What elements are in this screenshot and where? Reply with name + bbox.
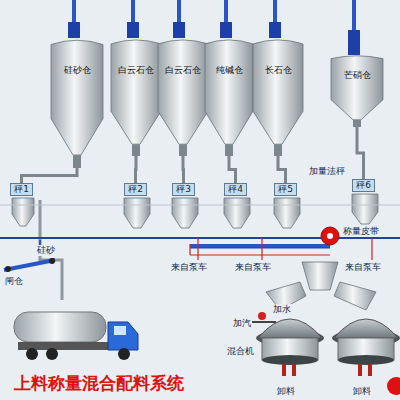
silo: 硅砂仓: [50, 38, 104, 168]
silo-name: 长石仓: [252, 64, 304, 77]
weigh-hopper: [12, 194, 378, 228]
scale-name: 秤2: [128, 184, 143, 194]
plant-label: 加水: [272, 304, 292, 315]
silo-shape: [157, 38, 209, 156]
silo-name: 白云石仓: [157, 64, 209, 77]
plant-label: 卸料: [276, 386, 296, 397]
plant-label: 加量法秤: [308, 166, 346, 177]
plant-label: 来自泵车: [170, 262, 208, 273]
scale-name: 秤1: [14, 184, 29, 194]
scale-box: 秤3: [172, 183, 195, 196]
discharge-pipe: [182, 156, 186, 183]
silo: 芒硝仓: [330, 55, 384, 127]
plant-label: 闸仓: [4, 276, 24, 287]
silo: 纯碱仓: [204, 38, 254, 156]
weighing-belt: [190, 227, 339, 255]
silo-shape: [252, 38, 304, 156]
platform-line: [0, 205, 400, 206]
collector-line: [0, 237, 400, 239]
plant-label: 加汽: [232, 318, 252, 329]
discharge-pipe: [134, 156, 138, 183]
discharge-pipe: [229, 156, 236, 183]
plant-label: 称量皮带: [342, 226, 380, 237]
discharge-pipe: [357, 127, 364, 179]
plant-label: 混合机: [226, 346, 255, 357]
sand-belt: [4, 240, 55, 272]
plant-label: 硅砂: [36, 245, 56, 256]
silo: 长石仓: [252, 38, 304, 156]
scale-name: 秤6: [356, 180, 371, 190]
feed-pipe: [74, 0, 354, 30]
discharge-pipe: [278, 156, 286, 183]
silo-shape: [204, 38, 254, 156]
scale-box: 秤6: [352, 179, 375, 192]
silo-name: 硅砂仓: [50, 64, 104, 77]
silo-name: 白云石仓: [110, 64, 162, 77]
motor-symbol: [387, 377, 400, 395]
silo-shape: [50, 38, 104, 168]
scale-name: 秤3: [176, 184, 191, 194]
scale-name: 秤5: [278, 184, 293, 194]
pump-line: [198, 238, 372, 260]
plant-label: 来自泵车: [234, 262, 272, 273]
scale-box: 秤2: [124, 183, 147, 196]
plant-label: 卸料: [352, 386, 372, 397]
silo: 白云石仓: [110, 38, 162, 156]
scale-box: 秤1: [10, 183, 33, 196]
silo: 白云石仓: [157, 38, 209, 156]
silo-shape: [110, 38, 162, 156]
diagram-title: 上料称量混合配料系统: [14, 372, 184, 395]
scale-box: 秤5: [274, 183, 297, 196]
discharge-flow: [282, 364, 372, 376]
silo-name: 纯碱仓: [204, 64, 254, 77]
silo-shape: [330, 55, 384, 127]
tank-truck: [14, 312, 138, 360]
scale-name: 秤4: [228, 184, 243, 194]
scale-box: 秤4: [224, 183, 247, 196]
silo-name: 芒硝仓: [330, 69, 384, 82]
plant-label: 来自泵车: [344, 262, 382, 273]
discharge-pipe: [22, 168, 78, 183]
mixer: [256, 319, 400, 365]
